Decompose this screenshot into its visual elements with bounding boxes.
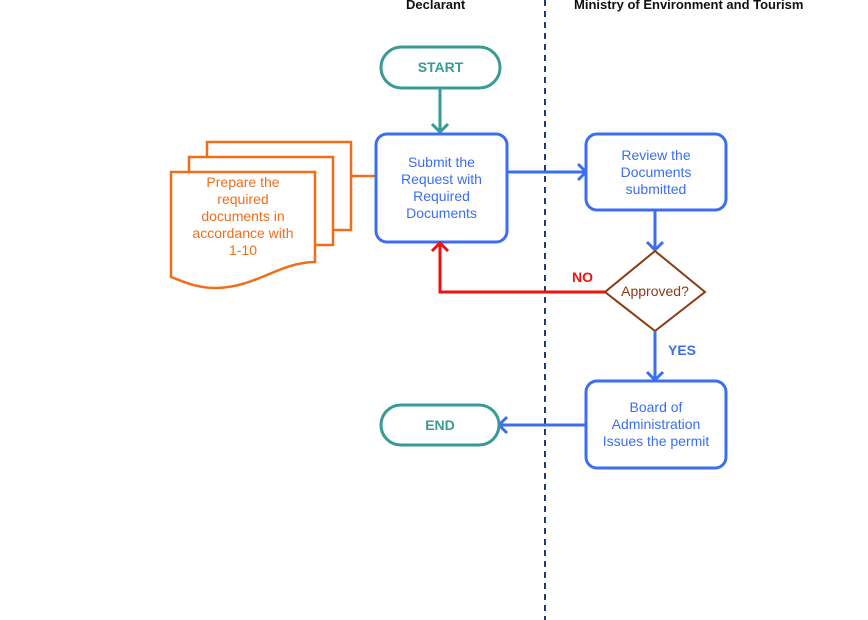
end-terminal-shape[interactable]: [379, 403, 501, 447]
start-label: START: [417, 59, 464, 75]
review-documents-label: Review the Documents submitted: [620, 146, 692, 197]
submit-request-label: Submit the Request with Required Documen…: [401, 154, 482, 221]
submit-request-shape[interactable]: [374, 132, 509, 244]
prepare-documents-label: Prepare the required documents in accord…: [192, 173, 294, 258]
edge-label-no: NO: [572, 269, 593, 285]
arrowhead-start-to-submit: [430, 122, 450, 135]
edge-label-yes: YES: [668, 342, 697, 358]
decision-label: Approved?: [621, 282, 689, 299]
lane-title-ministry: Ministry of Environment and Tourism: [574, 0, 804, 12]
document-stack-shape[interactable]: [169, 140, 353, 290]
issue-permit-label: Board of Administration Issues the permi…: [602, 399, 710, 449]
edge-decision-no-to-submit: [438, 243, 605, 294]
end-label: END: [425, 416, 455, 433]
lane-title-declarant: Declarant: [406, 0, 466, 12]
arrowhead-decision-no: [430, 240, 450, 253]
